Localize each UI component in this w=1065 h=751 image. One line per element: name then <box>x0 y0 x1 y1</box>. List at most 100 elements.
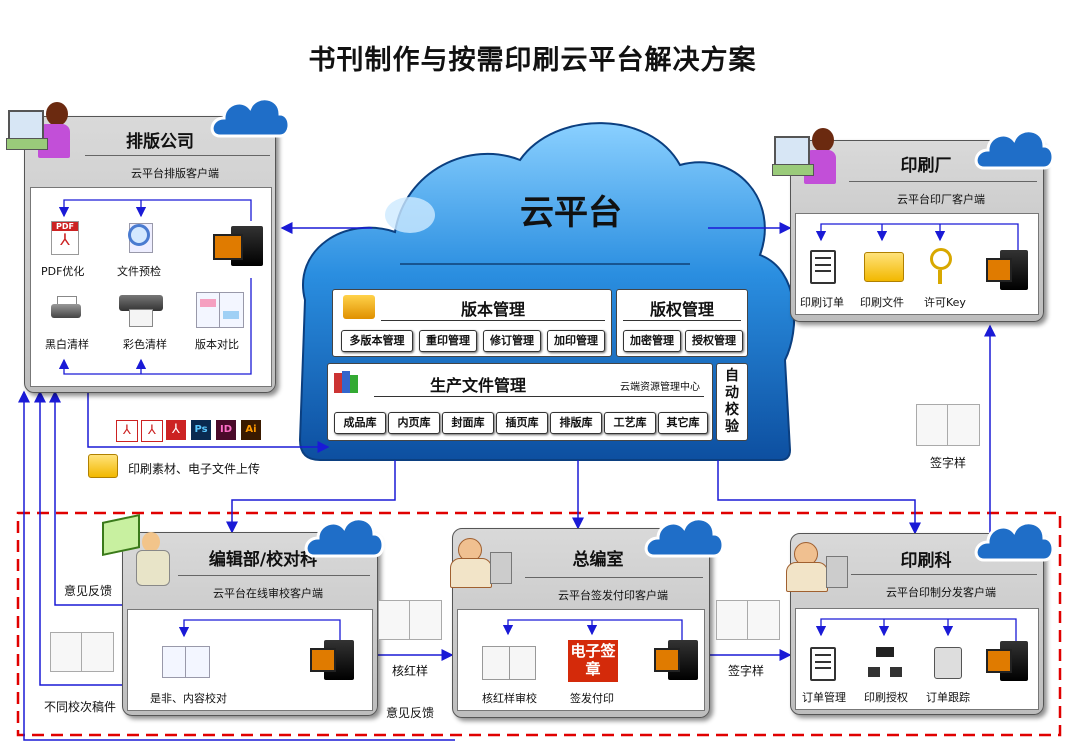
editorial-internal-arrows <box>178 619 341 640</box>
photoshop-icon: Ps <box>191 420 211 440</box>
proof-document-icon <box>162 646 210 678</box>
divider <box>525 577 703 578</box>
open-book-icon <box>378 600 442 640</box>
folder-icon <box>343 295 375 319</box>
acrobat-reader-icon: ⅄ <box>141 420 163 442</box>
feedback-mid-label: 意见反馈 <box>386 706 435 720</box>
chief-internal-arrows <box>502 619 683 640</box>
operator-person-icon <box>6 98 78 168</box>
draft-versions-label: 不同校次稿件 <box>44 700 117 714</box>
inner-page-library-button[interactable]: 内页库 <box>388 412 440 434</box>
small-cloud-icon <box>644 517 725 558</box>
small-cloud-icon <box>304 517 385 558</box>
sign-print-label: 签发付印 <box>570 692 614 705</box>
production-file-box: 生产文件管理 云端资源管理中心 成品库 内页库 封面库 插页库 排版库 工艺库 … <box>327 363 713 441</box>
computer-icon <box>213 226 263 266</box>
divider <box>849 181 1037 182</box>
pdf-icon: PDF ⅄ <box>51 221 79 255</box>
typeset-subtitle: 云平台排版客户端 <box>131 167 219 180</box>
print-file-label: 印刷文件 <box>860 296 904 309</box>
red-proof-book-icon <box>482 646 536 680</box>
typeset-internal-arrows <box>58 199 252 375</box>
typeset-tools: PDF ⅄ PDF优化 文件预检 黑白清样 彩色清样 <box>30 187 272 387</box>
license-key-label: 许可Key <box>924 296 966 309</box>
chief-editor-tools: 核红样审校 电子签章 签发付印 <box>457 609 705 711</box>
production-file-title: 生产文件管理 <box>429 376 526 395</box>
print-dept-internal-arrows <box>815 618 1017 641</box>
divider <box>851 574 1037 575</box>
revision-button[interactable]: 修订管理 <box>483 330 541 352</box>
divider <box>178 575 370 576</box>
pdf-optimize-label: PDF优化 <box>41 265 85 278</box>
authorization-button[interactable]: 授权管理 <box>685 330 743 352</box>
worker-person-icon <box>446 534 516 590</box>
plotter-icon <box>119 291 163 327</box>
divider <box>85 155 270 156</box>
divider <box>381 320 605 321</box>
color-proof-label: 彩色清样 <box>123 338 167 351</box>
reprint-button[interactable]: 重印管理 <box>419 330 477 352</box>
print-authorization-label: 印刷授权 <box>864 691 908 704</box>
computer-icon <box>654 640 698 680</box>
open-book-icon <box>50 632 114 672</box>
order-list-icon <box>810 250 836 284</box>
bw-proof-label: 黑白清样 <box>45 338 89 351</box>
e-seal-icon: 电子签章 <box>568 640 618 682</box>
illustrator-icon: Ai <box>241 420 261 440</box>
books-icon <box>334 369 368 395</box>
finished-library-button[interactable]: 成品库 <box>334 412 386 434</box>
computer-icon <box>310 640 354 680</box>
factory-internal-arrows <box>815 223 1019 250</box>
divider <box>374 396 704 397</box>
print-factory-subtitle: 云平台印厂客户端 <box>897 193 985 206</box>
cloud-title: 云平台 <box>520 193 622 233</box>
print-factory-title: 印刷厂 <box>900 156 952 176</box>
printer-icon <box>51 296 81 322</box>
insert-library-button[interactable]: 插页库 <box>496 412 548 434</box>
order-tracking-label: 订单跟踪 <box>926 691 970 704</box>
editorial-title: 编辑部/校对科 <box>208 550 318 570</box>
computer-icon <box>986 641 1028 681</box>
print-dept-title: 印刷科 <box>900 551 952 571</box>
extra-print-button[interactable]: 加印管理 <box>547 330 605 352</box>
acrobat-icon: ⅄ <box>116 420 138 442</box>
open-book-icon <box>716 600 780 640</box>
open-book-icon <box>916 404 980 446</box>
small-cloud-icon <box>974 129 1055 170</box>
version-compare-label: 版本对比 <box>195 338 239 351</box>
auto-check-box: 自动校验 <box>716 363 748 441</box>
compare-document-icon <box>196 292 244 328</box>
file-preflight-label: 文件预检 <box>117 265 161 278</box>
small-cloud-icon <box>974 521 1055 562</box>
worker-person-icon <box>782 538 852 594</box>
multi-version-button[interactable]: 多版本管理 <box>341 330 413 352</box>
print-dept-tools: 订单管理 印刷授权 订单跟踪 <box>795 608 1039 710</box>
version-management-box: 版本管理 多版本管理 重印管理 修订管理 加印管理 <box>332 289 612 357</box>
presenter-person-icon <box>100 513 176 590</box>
feedback-left-label: 意见反馈 <box>64 584 113 598</box>
other-library-button[interactable]: 其它库 <box>658 412 708 434</box>
editorial-tools: 是非、内容校对 <box>127 609 373 711</box>
sign-sample-mid-label: 签字样 <box>728 664 765 678</box>
production-file-subtitle: 云端资源管理中心 <box>620 382 700 393</box>
magnifier-icon <box>126 221 154 253</box>
typeset-title: 排版公司 <box>126 132 194 152</box>
process-library-button[interactable]: 工艺库 <box>604 412 656 434</box>
page-title: 书刊制作与按需印刷云平台解决方案 <box>308 45 757 76</box>
operator-person-icon <box>772 124 844 194</box>
folder-icon <box>88 454 118 478</box>
order-list-icon <box>810 647 836 681</box>
computer-icon <box>986 250 1028 290</box>
copyright-management-box: 版权管理 加密管理 授权管理 <box>616 289 748 357</box>
typeset-library-button[interactable]: 排版库 <box>550 412 602 434</box>
encryption-button[interactable]: 加密管理 <box>623 330 681 352</box>
cover-library-button[interactable]: 封面库 <box>442 412 494 434</box>
upload-label: 印刷素材、电子文件上传 <box>128 462 261 476</box>
print-order-label: 印刷订单 <box>800 296 844 309</box>
print-dept-subtitle: 云平台印制分发客户端 <box>886 586 996 599</box>
client-region-border <box>16 511 1062 737</box>
copyright-management-title: 版权管理 <box>649 300 714 319</box>
pdf-app-icon: ⅄ <box>166 420 186 440</box>
proofread-label: 是非、内容校对 <box>150 692 227 705</box>
key-icon <box>930 248 952 284</box>
